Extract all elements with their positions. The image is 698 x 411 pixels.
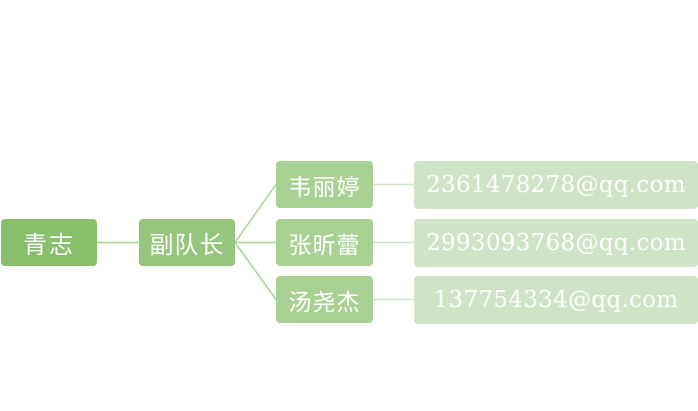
member-node-0[interactable]: 韦丽婷 bbox=[276, 161, 373, 208]
connector-captain-to-member-0 bbox=[234, 184, 277, 243]
member-node-1[interactable]: 张昕蕾 bbox=[276, 219, 373, 266]
member-node-2[interactable]: 汤尧杰 bbox=[276, 276, 373, 323]
root-node[interactable]: 青志 bbox=[1, 219, 97, 266]
email-node-2[interactable]: 137754334@qq.com bbox=[414, 276, 698, 324]
root-node-label: 青志 bbox=[23, 231, 75, 259]
member-email: 2361478278@qq.com bbox=[426, 172, 686, 198]
member-name: 韦丽婷 bbox=[288, 174, 361, 201]
connector-captain-to-member-2 bbox=[234, 242, 277, 300]
email-node-1[interactable]: 2993093768@qq.com bbox=[414, 219, 698, 267]
member-email: 2993093768@qq.com bbox=[426, 230, 686, 256]
captain-node[interactable]: 副队长 bbox=[139, 219, 235, 266]
member-name: 汤尧杰 bbox=[288, 289, 361, 316]
member-name: 张昕蕾 bbox=[288, 232, 361, 259]
captain-node-label: 副队长 bbox=[149, 231, 225, 259]
member-email: 137754334@qq.com bbox=[433, 287, 679, 313]
email-node-0[interactable]: 2361478278@qq.com bbox=[414, 161, 698, 209]
